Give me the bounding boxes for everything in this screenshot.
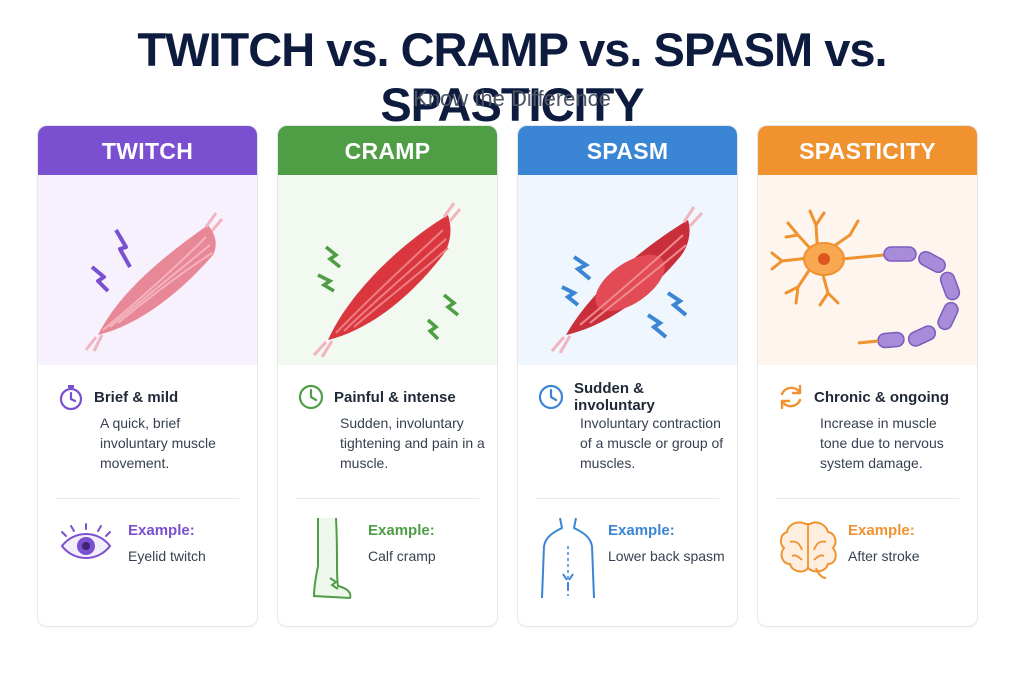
example-value: After stroke bbox=[848, 548, 920, 564]
neuron-icon bbox=[770, 209, 961, 349]
example-value: Eyelid twitch bbox=[128, 548, 206, 564]
example-value: Calf cramp bbox=[368, 548, 436, 564]
spasticity-heading: Chronic & ongoing bbox=[814, 388, 949, 406]
clock-icon bbox=[298, 384, 324, 410]
example-label: Example: bbox=[128, 522, 195, 539]
spasticity-description: Chronic & ongoing Increase in muscle ton… bbox=[776, 381, 966, 473]
twitch-muscle-icon bbox=[84, 212, 224, 352]
spasm-illustration bbox=[518, 175, 737, 365]
cycle-arrows-icon bbox=[780, 384, 802, 410]
twitch-illustration bbox=[38, 175, 257, 365]
twitch-heading: Brief & mild bbox=[94, 388, 179, 406]
spasticity-example: Example: After stroke bbox=[776, 516, 971, 611]
card-header-twitch: TWITCH bbox=[38, 126, 257, 175]
spasm-example: Example: Lower back spasm bbox=[536, 516, 731, 611]
card-header-spasm: SPASM bbox=[518, 126, 737, 175]
spasm-heading: Sudden & involuntary bbox=[574, 380, 655, 414]
example-label: Example: bbox=[848, 522, 915, 539]
spasticity-text: Increase in muscle tone due to nervous s… bbox=[820, 415, 944, 471]
comparison-cards: TWITCH Brief & mild bbox=[37, 125, 978, 627]
spasm-description: Sudden & involuntary Involuntary contrac… bbox=[536, 380, 726, 473]
page-subtitle: Know the Difference bbox=[413, 86, 611, 111]
spasm-text: Involuntary contraction of a muscle or g… bbox=[580, 415, 724, 471]
cramp-illustration bbox=[278, 175, 497, 365]
back-icon bbox=[541, 517, 595, 599]
card-twitch: TWITCH Brief & mild bbox=[37, 125, 258, 627]
leg-icon bbox=[312, 517, 352, 600]
brain-icon bbox=[779, 521, 837, 579]
cramp-muscle-icon bbox=[312, 202, 462, 358]
card-header-cramp: CRAMP bbox=[278, 126, 497, 175]
spasm-muscle-icon bbox=[550, 206, 704, 354]
divider bbox=[776, 498, 959, 499]
divider bbox=[296, 498, 479, 499]
example-label: Example: bbox=[368, 522, 435, 539]
card-header-spasticity: SPASTICITY bbox=[758, 126, 977, 175]
twitch-description: Brief & mild A quick, brief involuntary … bbox=[56, 381, 246, 473]
example-label: Example: bbox=[608, 522, 675, 539]
twitch-text: A quick, brief involuntary muscle moveme… bbox=[100, 415, 216, 471]
divider bbox=[56, 498, 239, 499]
cramp-example: Example: Calf cramp bbox=[296, 516, 491, 611]
twitch-example: Example: Eyelid twitch bbox=[56, 516, 251, 611]
divider bbox=[536, 498, 719, 499]
card-spasm: SPASM Sudden & involuntary bbox=[517, 125, 738, 627]
cramp-heading: Painful & intense bbox=[334, 388, 456, 406]
eye-icon bbox=[60, 523, 112, 559]
card-spasticity: SPASTICITY bbox=[757, 125, 978, 627]
page-title: TWITCH vs. CRAMP vs. SPASM vs. SPASTICIT… bbox=[137, 23, 887, 131]
example-value: Lower back spasm bbox=[608, 548, 725, 564]
stopwatch-icon bbox=[59, 385, 83, 411]
cramp-text: Sudden, involuntary tightening and pain … bbox=[340, 415, 485, 471]
cramp-description: Painful & intense Sudden, involuntary ti… bbox=[296, 381, 486, 473]
spasticity-illustration bbox=[758, 175, 977, 365]
clock-icon bbox=[538, 384, 564, 410]
card-cramp: CRAMP Painful & intense bbox=[277, 125, 498, 627]
